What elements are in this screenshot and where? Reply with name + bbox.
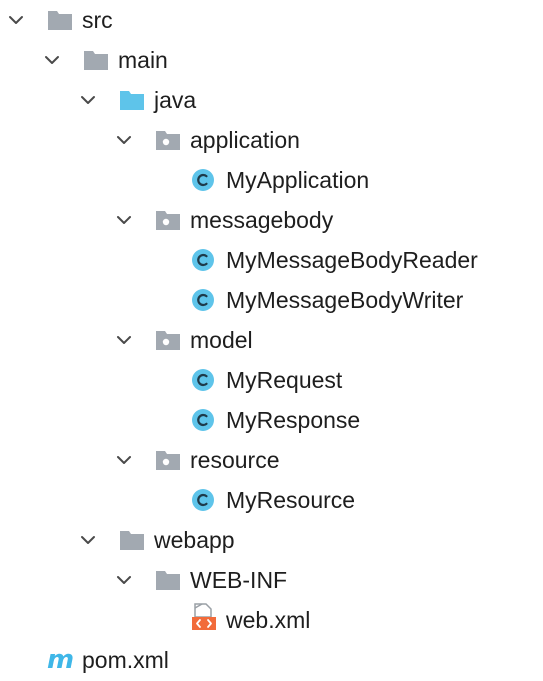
chevron-down-icon[interactable] [8,12,24,28]
tree-row-label: MyMessageBodyWriter [226,287,464,313]
class-icon [190,368,218,392]
tree-row-label: MyApplication [226,167,370,193]
tree-row-pom-xml[interactable]: m pom.xml [0,640,543,680]
chevron-down-icon[interactable] [116,132,132,148]
class-icon [190,248,218,272]
tree-row-myrequest[interactable]: MyRequest [0,360,543,400]
tree-row-resource[interactable]: resource [0,440,543,480]
chevron-down-icon[interactable] [116,332,132,348]
tree-row-webapp[interactable]: webapp [0,520,543,560]
source-folder-icon [118,88,146,112]
package-icon [154,448,182,472]
folder-icon [82,48,110,72]
chevron-down-icon[interactable] [116,572,132,588]
maven-icon: m [46,645,74,675]
tree-row-label: web.xml [226,607,311,633]
folder-icon [154,568,182,592]
package-icon [154,328,182,352]
tree-row-label: resource [190,447,280,473]
tree-row-label: main [118,47,168,73]
tree-row-label: pom.xml [82,647,169,673]
class-icon [190,168,218,192]
chevron-down-icon[interactable] [116,452,132,468]
folder-icon [46,8,74,32]
tree-row-label: application [190,127,300,153]
tree-row-src[interactable]: src [0,0,543,40]
tree-row-application[interactable]: application [0,120,543,160]
tree-row-mymessagebodywriter[interactable]: MyMessageBodyWriter [0,280,543,320]
tree-row-label: messagebody [190,207,334,233]
tree-row-web-xml[interactable]: web.xml [0,600,543,640]
tree-row-myresponse[interactable]: MyResponse [0,400,543,440]
chevron-down-icon[interactable] [116,212,132,228]
tree-row-main[interactable]: main [0,40,543,80]
tree-row-label: MyResource [226,487,356,513]
chevron-down-icon[interactable] [80,92,96,108]
tree-row-label: src [82,7,113,33]
class-icon [190,408,218,432]
tree-row-model[interactable]: model [0,320,543,360]
tree-row-label: MyRequest [226,367,343,393]
tree-row-myresource[interactable]: MyResource [0,480,543,520]
xml-file-icon [190,603,218,633]
tree-row-label: MyMessageBodyReader [226,247,478,273]
class-icon [190,488,218,512]
package-icon [154,128,182,152]
tree-row-label: model [190,327,253,353]
svg-text:m: m [47,648,74,672]
tree-row-java[interactable]: java [0,80,543,120]
class-icon [190,288,218,312]
chevron-down-icon[interactable] [80,532,96,548]
tree-row-label: MyResponse [226,407,361,433]
chevron-down-icon[interactable] [44,52,60,68]
tree-row-label: java [154,87,197,113]
tree-row-web-inf[interactable]: WEB-INF [0,560,543,600]
tree-row-myapplication[interactable]: MyApplication [0,160,543,200]
folder-icon [118,528,146,552]
tree-row-label: WEB-INF [190,567,288,593]
tree-row-mymessagebodyreader[interactable]: MyMessageBodyReader [0,240,543,280]
tree-row-messagebody[interactable]: messagebody [0,200,543,240]
tree-row-label: webapp [154,527,235,553]
package-icon [154,208,182,232]
